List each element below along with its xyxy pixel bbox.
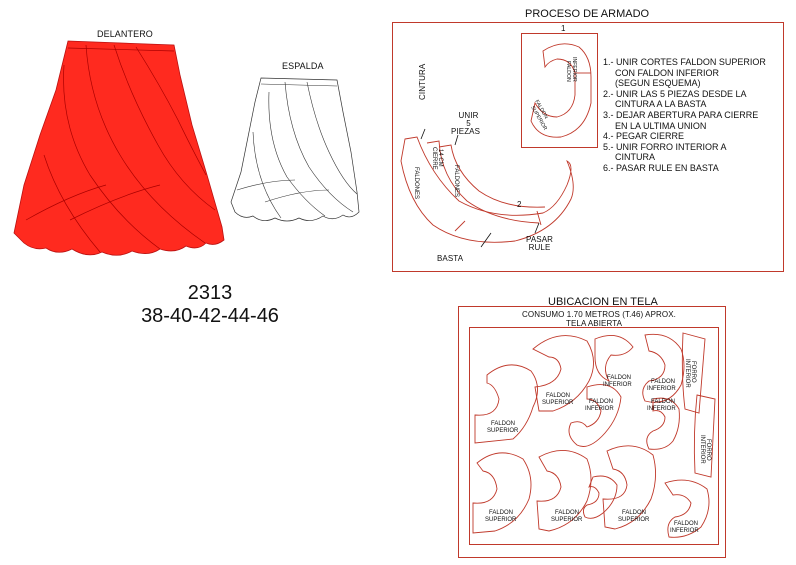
- assembly-inset-panel: [521, 33, 598, 148]
- step-line: CINTURA A LA BASTA: [615, 99, 707, 110]
- layout-faldon-text: FALDON: [546, 393, 570, 399]
- step-line: 4.- PEGAR CIERRE: [603, 131, 685, 142]
- consumo-label: CONSUMO 1.70 METROS (T.46) APROX.: [522, 310, 676, 319]
- step-marker-2: 2: [517, 200, 522, 209]
- svg-text:INTERIOR: INTERIOR: [699, 435, 705, 464]
- basta-label: BASTA: [437, 254, 464, 263]
- fabric-panel: [469, 327, 719, 545]
- fabric-layout-diagram: FALDON SUPERIOR FALDON SUPERIOR FALDON I…: [472, 332, 716, 538]
- layout-faldon-text: FALDON: [651, 379, 675, 385]
- step-line: (SEGUN ESQUEMA): [615, 78, 701, 89]
- pasar-rule-label: PASAR RULE: [526, 236, 553, 252]
- svg-text:INFERIOR: INFERIOR: [571, 57, 577, 82]
- layout-faldon-text: FALDON: [622, 510, 646, 516]
- layout-faldon-text: FALDON: [555, 510, 579, 516]
- layout-forro-text: FORRO: [690, 361, 696, 383]
- layout-title: UBICACION EN TELA: [548, 296, 658, 308]
- svg-text:INFERIOR: INFERIOR: [647, 386, 676, 392]
- cintura-label: CINTURA: [418, 63, 427, 100]
- layout-forro-text: FORRO: [705, 439, 711, 461]
- svg-text:INFERIOR: INFERIOR: [603, 382, 632, 388]
- size-range: 38-40-42-44-46: [141, 305, 279, 327]
- back-skirt-illustration: [230, 77, 360, 222]
- layout-faldon-text: FALDON: [489, 510, 513, 516]
- pasar-line: RULE: [528, 243, 551, 252]
- pasar-line: PASAR: [526, 235, 554, 244]
- front-view-label: DELANTERO: [97, 29, 153, 39]
- assembly-steps: 1.- UNIR CORTES FALDON SUPERIOR CON FALD…: [603, 57, 766, 174]
- svg-text:SUPERIOR: SUPERIOR: [487, 428, 519, 434]
- assembly-panel: [392, 22, 784, 272]
- svg-text:INTERIOR: INTERIOR: [684, 359, 690, 388]
- svg-text:SUPERIOR: SUPERIOR: [551, 517, 583, 523]
- unir-piezas-label: UNIR 5 PIEZAS: [451, 111, 480, 136]
- unir-line: UNIR: [458, 111, 479, 120]
- step-line: 3.- DEJAR ABERTURA PARA CIERRE: [603, 109, 759, 120]
- layout-faldon-text: FALDON: [651, 399, 675, 405]
- unir-line: 5: [466, 119, 471, 128]
- back-view-label: ESPALDA: [282, 61, 324, 71]
- step-line: 2.- UNIR LAS 5 PIEZAS DESDE LA: [603, 88, 747, 99]
- faldones-text-a: FALDONES: [413, 167, 419, 199]
- tela-label: TELA ABIERTA: [566, 319, 623, 328]
- step-line: 5.- UNIR FORRO INTERIOR A: [603, 141, 727, 152]
- unir-line: PIEZAS: [451, 127, 481, 136]
- inset-faldon-inferior-text: FALDON: [565, 61, 571, 82]
- svg-text:SUPERIOR: SUPERIOR: [618, 517, 650, 523]
- assembly-title: PROCESO DE ARMADO: [525, 8, 650, 20]
- step-line: EN LA ULTIMA UNION: [615, 120, 707, 131]
- assembly-pieces-diagram: FALDONES FALDONES CIERRE 14 CM 2: [400, 128, 574, 248]
- inset-pieces-diagram: FALDON INFERIOR FALDON SUPERIOR: [529, 43, 592, 138]
- layout-faldon-text: FALDON: [589, 399, 613, 405]
- faldones-text-b: FALDONES: [453, 165, 459, 197]
- step-line: 6.- PASAR RULE EN BASTA: [603, 162, 719, 173]
- svg-text:INFERIOR: INFERIOR: [670, 528, 699, 534]
- cierre-text: CIERRE: [431, 147, 437, 170]
- model-code: 2313: [187, 282, 233, 304]
- svg-text:SUPERIOR: SUPERIOR: [542, 400, 574, 406]
- layout-faldon-text: FALDON: [607, 375, 631, 381]
- step-line: 1.- UNIR CORTES FALDON SUPERIOR: [603, 57, 766, 67]
- svg-text:SUPERIOR: SUPERIOR: [485, 517, 517, 523]
- step-line: CINTURA: [615, 152, 655, 163]
- layout-outer-panel: [458, 306, 726, 558]
- front-skirt-illustration: [13, 40, 225, 256]
- layout-faldon-text: FALDON: [491, 421, 515, 427]
- layout-faldon-text: FALDON: [674, 521, 698, 527]
- step-line: CON FALDON INFERIOR: [615, 67, 720, 78]
- svg-text:14 CM: 14 CM: [437, 149, 443, 167]
- step-marker-1: 1: [561, 24, 566, 33]
- svg-text:INFERIOR: INFERIOR: [647, 406, 676, 412]
- svg-text:INFERIOR: INFERIOR: [585, 406, 614, 412]
